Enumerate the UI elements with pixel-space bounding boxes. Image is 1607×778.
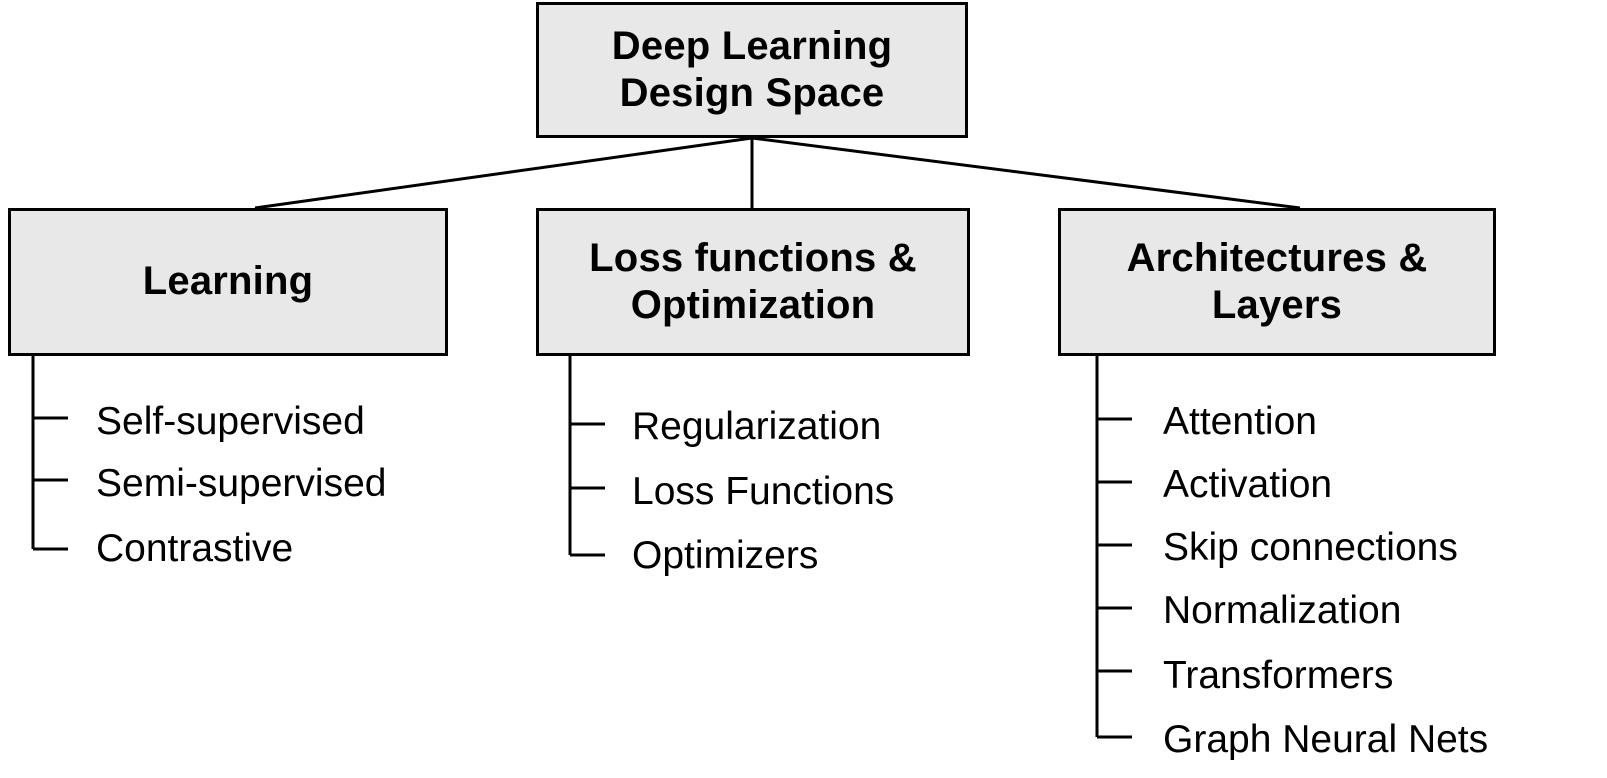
leaf-item: Self-supervised: [96, 390, 386, 452]
leaf-label-attention: Attention: [1163, 400, 1317, 443]
branch-node-learning-label-line-1: Learning: [142, 259, 314, 304]
leaf-item: Transformers: [1163, 642, 1488, 708]
leaf-item: Attention: [1163, 390, 1488, 453]
branch-node-architectures-label: Architectures & Layers: [1127, 235, 1428, 329]
leaf-label-normalization: Normalization: [1163, 589, 1402, 632]
branch-node-learning-label: Learning: [143, 258, 314, 305]
leaf-label-activation: Activation: [1163, 463, 1333, 506]
leaf-label-skip-connections: Skip connections: [1163, 526, 1458, 569]
leaf-item: Loss Functions: [632, 458, 894, 524]
branch-node-loss-label: Loss functions & Optimization: [589, 235, 917, 329]
branch-node-architectures-layers: Architectures & Layers: [1058, 208, 1496, 356]
branch-node-loss-functions-optimization: Loss functions & Optimization: [536, 208, 970, 356]
branch-node-loss-label-line-1: Loss functions &: [589, 235, 917, 280]
leaf-label-self-supervised: Self-supervised: [96, 399, 365, 443]
leaf-item: Skip connections: [1163, 516, 1488, 579]
leaf-list-learning: Self-supervised Semi-supervised Contrast…: [96, 390, 386, 582]
connector-root-to-architectures: [751, 136, 1301, 210]
leaf-item: Contrastive: [96, 514, 386, 582]
leaf-item: Graph Neural Nets: [1163, 708, 1488, 770]
branch-node-architectures-label-line-1: Architectures &: [1126, 235, 1428, 280]
branch-node-learning: Learning: [8, 208, 448, 356]
leaf-label-regularization: Regularization: [632, 404, 882, 448]
leaf-item: Activation: [1163, 453, 1488, 516]
leaf-item: Normalization: [1163, 579, 1488, 642]
root-node-deep-learning-design-space: Deep Learning Design Space: [536, 2, 968, 138]
branch-node-loss-label-line-2: Optimization: [630, 283, 876, 327]
root-node-label-line-2: Design Space: [619, 71, 885, 115]
leaf-label-optimizers: Optimizers: [632, 533, 819, 577]
branch-node-architectures-label-line-2: Layers: [1211, 283, 1343, 327]
leaf-label-graph-neural-nets: Graph Neural Nets: [1163, 717, 1489, 761]
leaf-item: Semi-supervised: [96, 452, 386, 514]
leaf-label-loss-functions: Loss Functions: [632, 469, 895, 513]
leaf-list-loss-functions-optimization: Regularization Loss Functions Optimizers: [632, 394, 894, 586]
leaf-list-architectures-layers: Attention Activation Skip connections No…: [1163, 390, 1488, 770]
leaf-item: Optimizers: [632, 524, 894, 586]
root-node-label-line-1: Deep Learning: [611, 23, 893, 68]
leaf-label-semi-supervised: Semi-supervised: [96, 461, 387, 505]
connector-root-to-learning: [254, 136, 753, 210]
leaf-label-transformers: Transformers: [1163, 653, 1394, 697]
leaf-label-contrastive: Contrastive: [96, 526, 294, 570]
root-node-label: Deep Learning Design Space: [612, 23, 892, 117]
leaf-item: Regularization: [632, 394, 894, 458]
